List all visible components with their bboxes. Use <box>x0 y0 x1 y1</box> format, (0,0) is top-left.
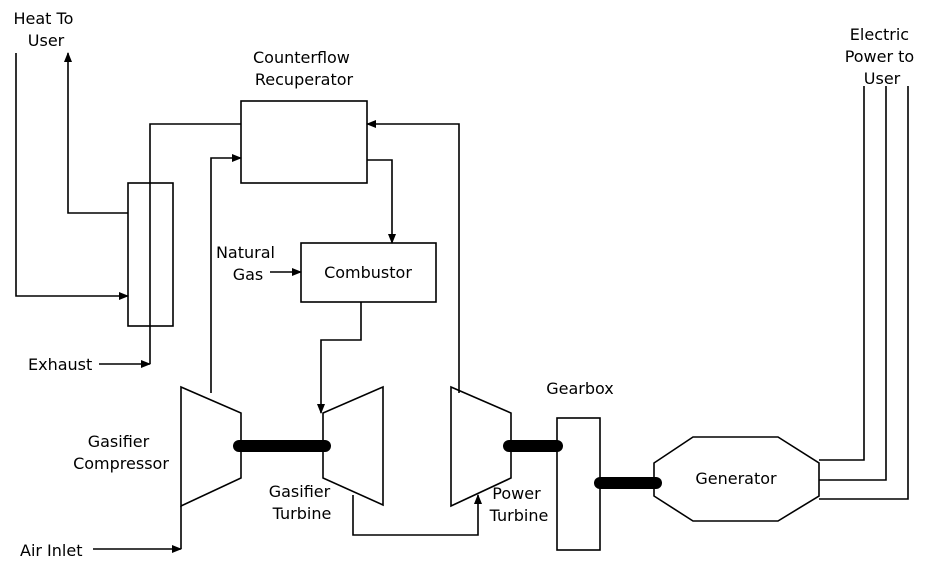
heat-return-flow <box>15 53 129 300</box>
gasifier-compressor-label: Gasifier Compressor <box>73 432 169 473</box>
combustor-box <box>300 242 437 303</box>
power-line-2 <box>819 86 887 481</box>
generator-shape <box>653 436 820 522</box>
counterflow-recuperator-label: Counterflow Recuperator <box>253 48 355 89</box>
gearbox-label: Gearbox <box>546 379 614 398</box>
generator-label: Generator <box>695 469 777 488</box>
power-line-3 <box>819 86 909 500</box>
gasifier-turbine-shape <box>322 385 384 507</box>
gearbox-box <box>556 417 601 551</box>
heat-supply-flow <box>64 52 128 214</box>
recuperator-box <box>240 100 368 184</box>
combustor-label: Combustor <box>324 263 412 282</box>
compressor-to-recuperator-flow <box>210 154 242 393</box>
combustor-to-turbine-flow <box>317 302 362 414</box>
exhaust-label: Exhaust <box>28 355 92 374</box>
recuperator-to-combustor-flow <box>367 159 396 244</box>
gasifier-compressor-shape <box>180 385 242 508</box>
power-line-1 <box>819 86 865 461</box>
air-inlet-label: Air Inlet <box>20 541 82 560</box>
power-turbine-label: Power Turbine <box>489 484 549 525</box>
gasifier-turbine-label: Gasifier Turbine <box>269 482 336 523</box>
turbine-to-power-turbine-flow <box>352 494 482 536</box>
electric-power-label: Electric Power to User <box>845 25 920 88</box>
power-turbine-shape <box>450 385 512 508</box>
exhaust-line <box>149 123 241 364</box>
heat-to-user-label: Heat To User <box>14 9 79 50</box>
natural-gas-label: Natural Gas <box>216 243 280 284</box>
power-turbine-to-recuperator-flow <box>366 120 460 393</box>
